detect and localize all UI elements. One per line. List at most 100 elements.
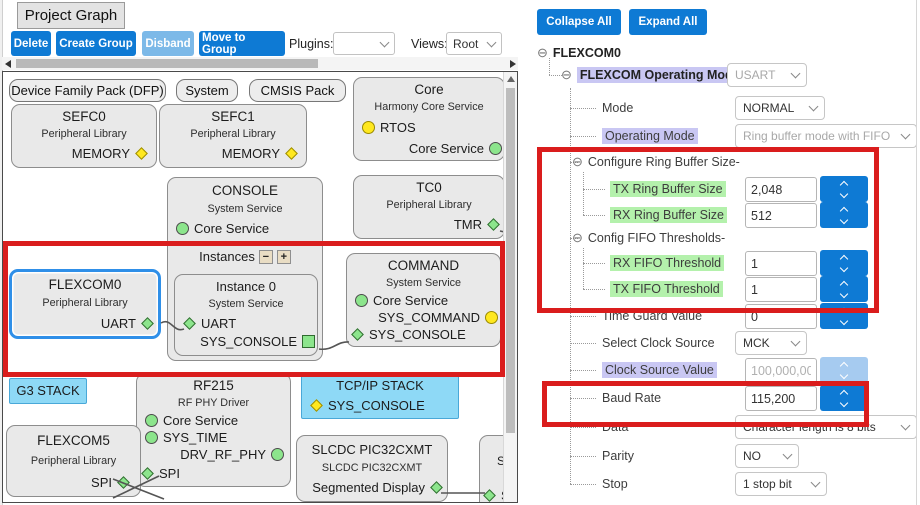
green-circle-port-icon[interactable] [355, 294, 368, 307]
green-circle-port-icon[interactable] [271, 448, 284, 461]
remove-instance-button[interactable]: − [258, 249, 273, 264]
spinner-down-icon[interactable] [839, 215, 849, 224]
baud-rate-input[interactable] [745, 386, 817, 411]
green-diamond-port-icon[interactable] [141, 467, 154, 480]
node-g3-stack[interactable]: G3 STACK [9, 378, 87, 404]
node-rf215[interactable]: RF215 RF PHY Driver Core Service SYS_TIM… [136, 373, 291, 487]
flexcom-operating-mode-dropdown[interactable]: USART [727, 63, 807, 87]
rx-ring-buffer-spinner[interactable] [820, 202, 868, 228]
data-dropdown[interactable]: Character length is 8 bits [735, 415, 917, 439]
views-dropdown[interactable]: Root [446, 32, 502, 55]
disband-button[interactable]: Disband [142, 31, 194, 56]
rx-fifo-threshold-input[interactable] [745, 251, 817, 276]
node-instance0[interactable]: Instance 0 System Service UART SYS_CONSO… [174, 274, 318, 356]
tree-row-ring-buffer-group[interactable]: ⊖ Configure Ring Buffer Size- [572, 154, 740, 169]
horizontal-scrollbar[interactable] [2, 57, 518, 70]
spinner-up-icon[interactable] [839, 280, 849, 289]
stop-dropdown[interactable]: 1 stop bit [735, 472, 827, 496]
plugins-dropdown[interactable] [333, 32, 395, 55]
tree-row-flexcom-operating-mode[interactable]: ⊖ FLEXCOM Operating Mode [537, 62, 917, 88]
spinner-up-icon[interactable] [839, 254, 849, 263]
node-command[interactable]: COMMAND System Service Core Service SYS_… [346, 253, 501, 347]
rx-ring-buffer-input[interactable] [745, 203, 817, 228]
collapse-icon[interactable]: ⊖ [561, 67, 572, 82]
tx-fifo-threshold-spinner[interactable] [820, 276, 868, 302]
node-flexcom5[interactable]: FLEXCOM5 Peripheral Library SPI [6, 425, 141, 497]
spinner-up-icon[interactable] [839, 389, 849, 398]
tree-guide [570, 316, 596, 317]
tree-row-fifo-group[interactable]: ⊖ Config FIFO Thresholds- [572, 230, 726, 245]
tx-ring-buffer-input[interactable] [745, 177, 817, 202]
add-instance-button[interactable]: + [276, 249, 291, 264]
tree-guide [583, 172, 584, 215]
yellow-circle-port-icon[interactable] [362, 121, 375, 134]
node-tcpip-stack[interactable]: TCP/IP STACK SYS_CONSOLE [301, 373, 459, 419]
operating-mode-dropdown[interactable]: Ring buffer mode with FIFO [735, 124, 917, 148]
yellow-diamond-port-icon[interactable] [310, 399, 323, 412]
scroll-up-icon[interactable] [507, 76, 515, 82]
mode-dropdown[interactable]: NORMAL [735, 96, 825, 120]
scroll-right-icon[interactable] [510, 60, 516, 68]
baud-rate-spinner[interactable] [820, 385, 868, 411]
expand-all-button[interactable]: Expand All [629, 9, 707, 35]
node-sefc1[interactable]: SEFC1 Peripheral Library MEMORY [159, 104, 307, 168]
spinner-down-icon[interactable] [839, 398, 849, 407]
create-group-button[interactable]: Create Group [56, 31, 136, 56]
pack-cmsis[interactable]: CMSIS Pack [249, 79, 346, 102]
node-console[interactable]: CONSOLE System Service Core Service Inst… [167, 177, 323, 361]
rx-fifo-threshold-spinner[interactable] [820, 250, 868, 276]
yellow-diamond-port-icon[interactable] [135, 147, 148, 160]
collapse-all-button[interactable]: Collapse All [537, 9, 621, 35]
pack-dfp[interactable]: Device Family Pack (DFP) [9, 79, 166, 102]
green-diamond-port-icon[interactable] [351, 328, 364, 341]
delete-button[interactable]: Delete [11, 31, 51, 56]
spinner-up-icon[interactable] [839, 206, 849, 215]
tab-project-graph[interactable]: Project Graph [17, 2, 125, 29]
time-guard-input[interactable] [745, 304, 817, 329]
project-graph-canvas[interactable]: Device Family Pack (DFP) System CMSIS Pa… [2, 71, 518, 503]
green-circle-port-icon[interactable] [489, 142, 502, 155]
horizontal-scroll-thumb[interactable] [16, 59, 318, 68]
green-diamond-port-icon[interactable] [483, 489, 496, 502]
node-core[interactable]: Core Harmony Core Service RTOS Core Serv… [353, 77, 505, 161]
node-tc0[interactable]: TC0 Peripheral Library TMR [353, 175, 505, 239]
green-circle-port-icon[interactable] [145, 431, 158, 444]
vertical-scroll-thumb[interactable] [506, 88, 515, 433]
collapse-icon[interactable]: ⊖ [572, 154, 583, 169]
spinner-down-icon[interactable] [839, 263, 849, 272]
move-to-group-button[interactable]: Move to Group [199, 31, 285, 56]
green-circle-port-icon[interactable] [145, 414, 158, 427]
tx-fifo-threshold-input[interactable] [745, 277, 817, 302]
green-circle-port-icon[interactable] [176, 222, 189, 235]
green-square-port-icon[interactable] [302, 335, 315, 348]
yellow-circle-port-icon[interactable] [485, 311, 498, 324]
chevron-down-icon [810, 477, 821, 488]
collapse-icon[interactable]: ⊖ [572, 230, 583, 245]
views-label: Views: [411, 37, 448, 51]
tx-ring-buffer-spinner[interactable] [820, 176, 868, 202]
green-diamond-port-icon[interactable] [183, 317, 196, 330]
green-diamond-port-icon[interactable] [430, 481, 443, 494]
scroll-left-icon[interactable] [5, 60, 11, 68]
green-diamond-port-icon[interactable] [487, 218, 500, 231]
vertical-scrollbar[interactable] [503, 72, 517, 502]
node-flexcom0[interactable]: FLEXCOM0 Peripheral Library UART [9, 269, 161, 339]
spinner-down-icon[interactable] [839, 289, 849, 298]
spinner-down-icon[interactable] [839, 189, 849, 198]
parity-dropdown[interactable]: NO [735, 444, 799, 468]
green-diamond-port-icon[interactable] [117, 476, 130, 489]
spinner-up-icon[interactable] [839, 180, 849, 189]
time-guard-spinner[interactable] [820, 303, 868, 329]
node-sefc0[interactable]: SEFC0 Peripheral Library MEMORY [11, 104, 157, 168]
tree-guide [570, 162, 578, 163]
spinner-up-icon[interactable] [839, 307, 849, 316]
clock-source-dropdown[interactable]: MCK [735, 331, 807, 355]
yellow-diamond-port-icon[interactable] [285, 147, 298, 160]
collapse-icon[interactable]: ⊖ [537, 45, 548, 60]
pack-system[interactable]: System [176, 79, 238, 102]
green-diamond-port-icon[interactable] [141, 317, 154, 330]
node-slcdc[interactable]: SLCDC PIC32CXMT SLCDC PIC32CXMT Segmente… [296, 435, 448, 502]
tree-row-baud-rate: Baud Rate [602, 391, 662, 405]
tree-row-flexcom0[interactable]: ⊖ FLEXCOM0 [537, 45, 621, 60]
spinner-down-icon[interactable] [839, 316, 849, 325]
